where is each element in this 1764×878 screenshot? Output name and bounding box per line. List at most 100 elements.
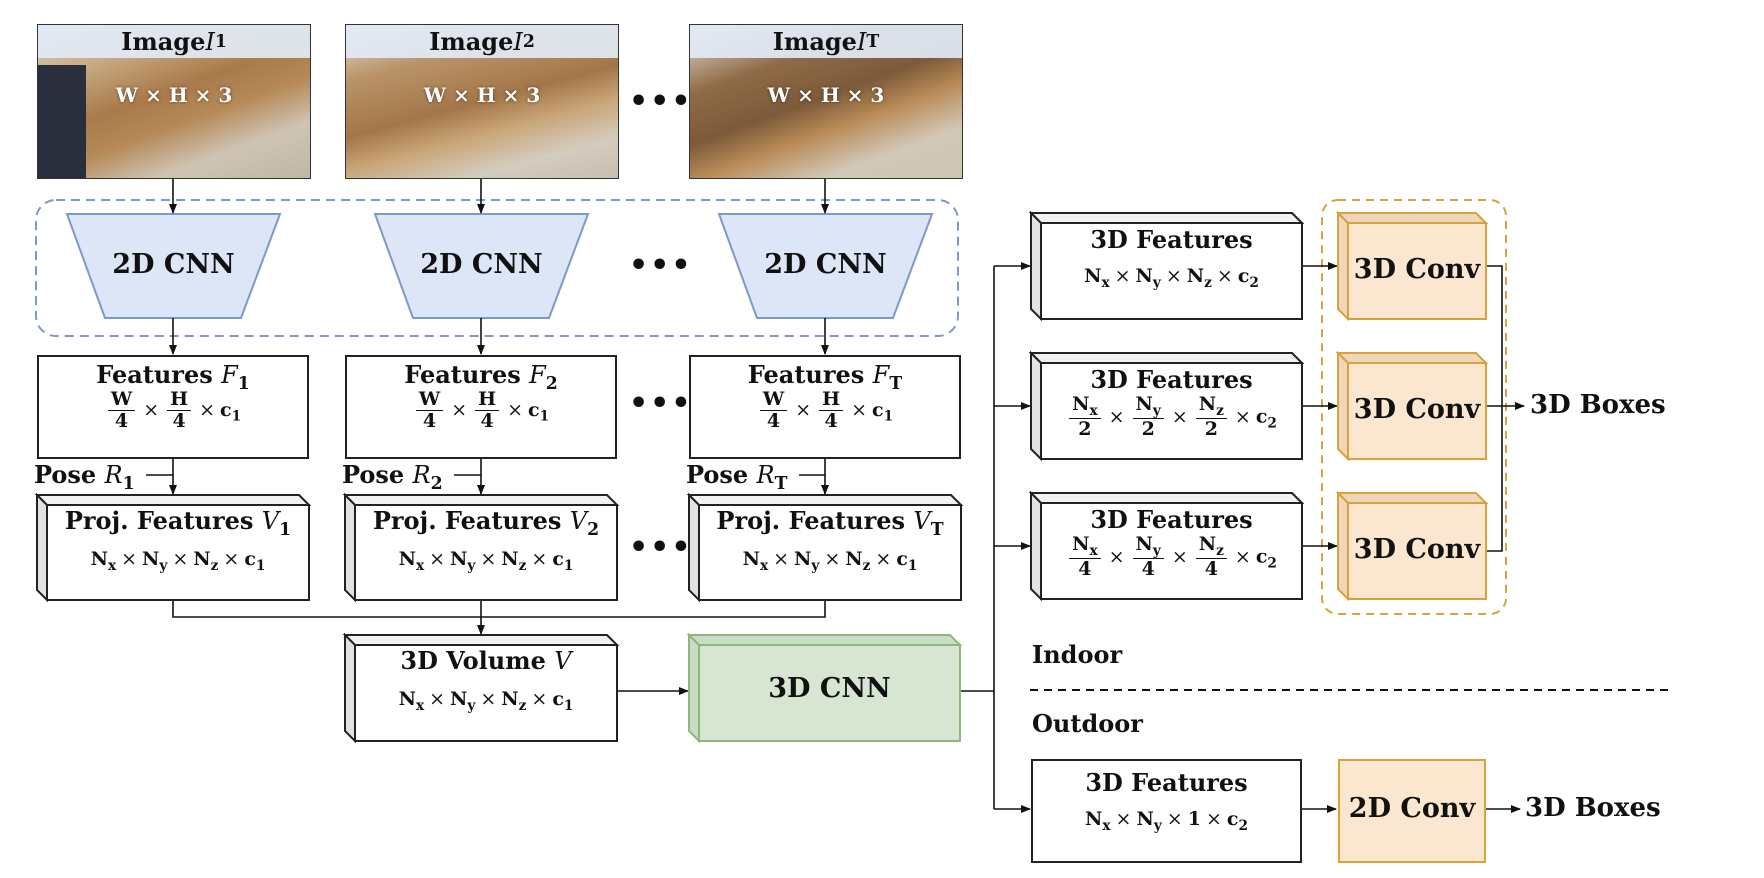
conv3d-box-3-front [1347,502,1487,600]
indoor-features-box-2-side [1030,350,1042,462]
indoor-features-box-2-top [1028,352,1305,364]
indoor-features-box-1-top [1028,212,1305,224]
conv3d-box-1-top [1335,212,1489,224]
indoor-output-label: 3D Boxes [1530,390,1666,420]
proj-features-title-2: Proj. Features V2 [372,506,600,540]
conv3d-box-2 [1335,350,1489,462]
conv3d-label-2: 3D Conv [1353,394,1481,425]
volume-title: 3D Volume V [400,646,572,675]
proj-features-box-2-top [342,494,620,506]
proj-features-box-1-top [34,494,312,506]
indoor-label: Indoor [1032,640,1123,669]
indoor-features-title-1: 3D Features [1090,225,1253,254]
outdoor-features-box [1031,759,1302,863]
aggregate-line [172,600,826,618]
image-2-dims: W × H × 3 [423,83,541,107]
conv2d-box [1338,759,1486,863]
indoor-features-title-3: 3D Features [1090,505,1253,534]
outdoor-output-label: 3D Boxes [1525,793,1661,823]
cnn3d-box-top [686,634,963,646]
conv3d-label-3: 3D Conv [1353,534,1481,565]
cnn3d-box-side [688,632,700,744]
shared-2d-cnn-group [35,199,959,337]
conv3d-box-1-side [1337,210,1349,322]
indoor-features-box-3-top [1028,492,1305,504]
proj-features-box-1 [34,492,312,603]
indoor-features-box-1-front [1040,222,1303,320]
proj-features-box-1-side [36,492,48,603]
conv3d-box-1-front [1347,222,1487,320]
volume-box-side [344,632,356,744]
indoor-features-box-1 [1028,210,1305,322]
ellipsis-cnn: ••• [629,248,693,283]
proj-features-title-3: Proj. Features VT [716,506,944,540]
cnn3d-box [686,632,963,744]
proj-features-box-2-front [354,504,618,601]
proj-features-box-2 [342,492,620,603]
conv3d-box-3 [1335,490,1489,602]
indoor-features-box-2 [1028,350,1305,462]
cnn2d-label-3: 2D CNN [764,249,887,280]
features-title-2: Features F2 [404,360,558,394]
pose-label-T: Pose RT [686,460,788,494]
proj-features-box-1-front [46,504,310,601]
outdoor-features-dims: Nx×Ny×1×c2 [1085,808,1248,834]
conv3d-box-2-top [1335,352,1489,364]
outdoor-label: Outdoor [1032,709,1143,738]
conv2d-label: 2D Conv [1348,793,1476,824]
proj-features-box-3-front [698,504,962,601]
image-1-dims: W × H × 3 [115,83,233,107]
volume-box-top [342,634,620,646]
proj-features-dims-2: Nx×Ny×Nz×c1 [398,548,574,574]
volume-box [342,632,620,744]
cnn2d-label-2: 2D CNN [420,249,543,280]
cnn2d-label-1: 2D CNN [112,249,235,280]
indoor-features-box-3-side [1030,490,1042,602]
proj-features-box-3 [686,492,964,603]
outdoor-features-title: 3D Features [1085,768,1248,797]
image-T-dims: W × H × 3 [767,83,885,107]
indoor-features-dims-1: Nx×Ny×Nz×c2 [1084,265,1259,291]
volume-dims: Nx×Ny×Nz×c1 [398,688,574,714]
conv3d-box-2-side [1337,350,1349,462]
conv-merge-line [1486,265,1503,552]
indoor-features-box-3 [1028,490,1305,602]
features-box-1 [37,355,309,459]
proj-features-box-2-side [344,492,356,603]
proj-features-dims-1: Nx×Ny×Nz×c1 [90,548,266,574]
conv3d-box-3-top [1335,492,1489,504]
cnn3d-box-front [698,644,961,742]
ellipsis-proj: ••• [629,530,693,565]
features-box-T [689,355,961,459]
cnn3d-label: 3D CNN [768,673,891,704]
cnn2d-shape-3 [717,213,934,319]
pose-label-1: Pose R1 [34,460,135,494]
conv3d-box-1 [1335,210,1489,322]
proj-features-box-3-top [686,494,964,506]
photo-sofa [38,65,86,178]
conv3d-box-3-side [1337,490,1349,602]
features-title-3: Features FT [747,360,903,394]
cnn2d-shape-1 [65,213,282,319]
volume-box-front [354,644,618,742]
ellipsis-features: ••• [629,386,693,421]
conv3d-box-2-front [1347,362,1487,460]
features-title-1: Features F1 [96,360,250,394]
indoor-head-group [1321,199,1507,615]
pose-label-2: Pose R2 [342,460,443,494]
features-box-2 [345,355,617,459]
proj-features-title-1: Proj. Features V1 [64,506,292,540]
indoor-features-box-2-front [1040,362,1303,460]
